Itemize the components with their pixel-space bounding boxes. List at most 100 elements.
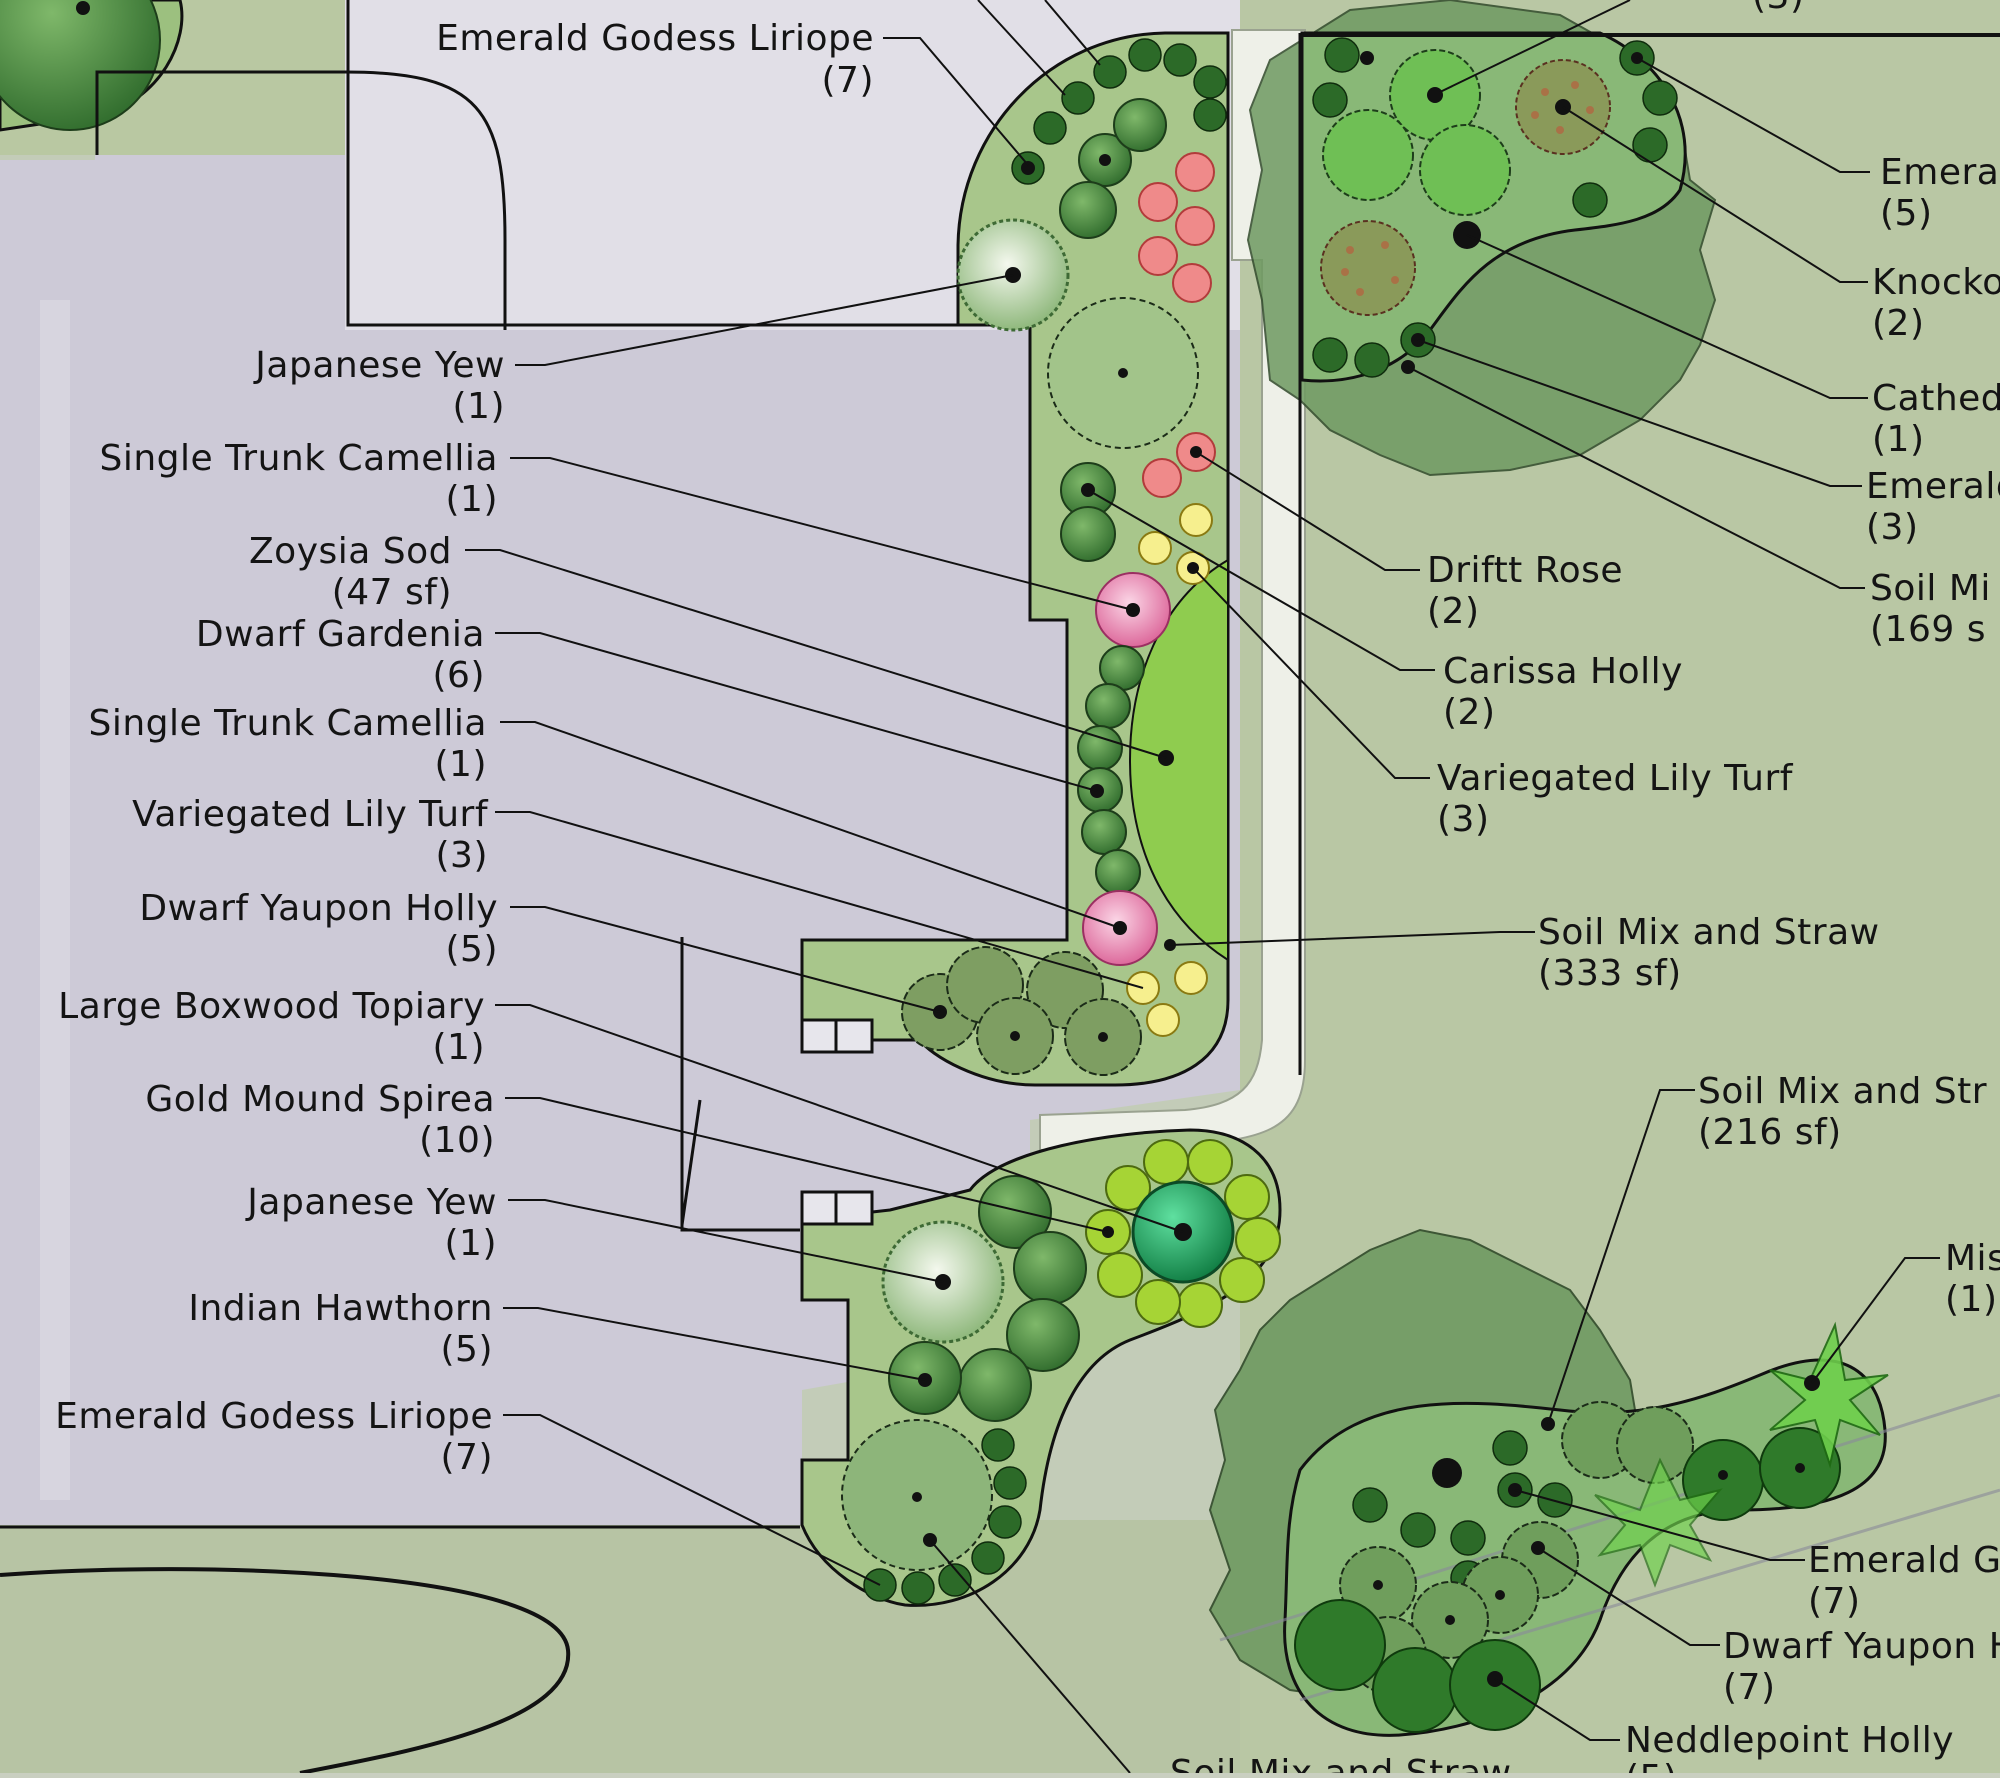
plant-dot — [1021, 161, 1035, 175]
lily-turf — [1179, 503, 1213, 537]
leader-dwarf-yaupon-left — [510, 906, 941, 1013]
leader-zoysia — [465, 549, 1167, 759]
liriope-clump — [993, 1466, 1027, 1500]
liriope-clump — [1642, 80, 1678, 116]
plant-dot — [1118, 368, 1128, 378]
leader-variegated-mid — [1192, 567, 1430, 779]
lily-turf — [1138, 531, 1172, 565]
liriope-clump — [938, 1563, 972, 1597]
plants-bed-entry-south — [841, 1139, 1281, 1605]
liriope-clump — [988, 1505, 1022, 1539]
rose-dot — [1356, 288, 1364, 296]
plants-bed-southeast — [1294, 1321, 1889, 1733]
qty-boxwood: (1) — [433, 1027, 486, 1068]
label-emerald-godess-top: Emerald Godess Liriope — [436, 18, 874, 59]
spirea — [1235, 1217, 1281, 1263]
label-boxwood: Large Boxwood Topiary — [58, 986, 485, 1027]
qty-variegated-mid: (3) — [1437, 799, 1490, 840]
qty-dwarf-yaupon-left: (5) — [446, 929, 499, 970]
leader-dwarf-gardenia — [495, 632, 1098, 792]
rose-dot — [1556, 126, 1564, 134]
bed-northeast-edge — [1300, 33, 2000, 37]
plant-dot — [76, 1, 90, 15]
leader-single-camellia-1 — [510, 457, 1134, 611]
leader-drift-rose — [1195, 451, 1420, 571]
qty-knockout: (2) — [1872, 303, 1925, 344]
leader-single-camellia-2 — [500, 721, 1121, 929]
plant-dot — [1718, 1470, 1728, 1480]
leader-neddlepoint — [1494, 1678, 1620, 1741]
liriope-clump — [1492, 1430, 1528, 1466]
spirea — [1097, 1252, 1143, 1298]
leader-japanese-yew-1 — [515, 274, 1014, 366]
qty-single-camellia-1: (1) — [446, 479, 499, 520]
door-swing — [680, 940, 702, 1226]
liriope-clump — [901, 1571, 935, 1605]
spirea — [1105, 1165, 1151, 1211]
plant-dot — [1360, 51, 1374, 65]
leader-emerald-br — [1514, 1489, 1805, 1561]
plant-dot — [1098, 1032, 1108, 1042]
indian-hawthorn — [978, 1175, 1052, 1249]
label-carissa: Carissa Holly — [1443, 651, 1683, 692]
label-japanese-yew-2: Japanese Yew — [245, 1182, 497, 1223]
liriope-clump — [971, 1541, 1005, 1575]
leader-soilmix-333 — [1169, 931, 1535, 946]
qty-japanese-yew-1: (1) — [453, 386, 506, 427]
spirea — [1135, 1279, 1181, 1325]
rose — [1175, 206, 1215, 246]
leader-emerald-r1 — [1636, 57, 1870, 173]
spirea — [1219, 1257, 1265, 1303]
qty-mis: (1) — [1945, 1279, 1998, 1320]
rose-dot — [1571, 81, 1579, 89]
leader-cathedral — [1466, 234, 1868, 399]
liriope-clump — [1033, 111, 1067, 145]
liriope-clump — [1400, 1512, 1436, 1548]
leader-top-1 — [977, 0, 1066, 96]
liriope-clump — [1093, 55, 1127, 89]
leader-boxwood — [495, 1004, 1184, 1233]
leader-mis — [1811, 1257, 1940, 1384]
leader-emerald-r2 — [1417, 339, 1862, 487]
label-soilmix-333: Soil Mix and Straw — [1538, 912, 1880, 953]
lawn-south — [0, 1520, 1240, 1773]
roof-ridge — [40, 300, 70, 1500]
leader-lines — [465, 0, 1940, 1774]
qty-emerald-br: (7) — [1808, 1581, 1861, 1622]
qty-cathedral: (1) — [1872, 419, 1925, 460]
label-neddlepoint: Neddlepoint Holly — [1625, 1720, 1954, 1761]
rose — [1138, 236, 1178, 276]
leader-knockout — [1562, 106, 1868, 283]
label-variegated-left: Variegated Lily Turf — [132, 794, 489, 835]
qty-zoysia: (47 sf) — [332, 572, 452, 613]
qty-neddlepoint: (5) — [1625, 1758, 1678, 1773]
label-cathedral: Cathed — [1872, 378, 2000, 419]
rose-dot — [1341, 268, 1349, 276]
dwarf-yaupon-shrub — [1113, 98, 1167, 152]
shrub-light — [1322, 109, 1414, 201]
dwarf-gardenia — [1081, 809, 1127, 855]
qty-spirea: (10) — [419, 1120, 495, 1161]
mistflower-shrub — [1594, 1457, 1723, 1588]
rose-dot — [1586, 106, 1594, 114]
liriope-clump — [1450, 1520, 1486, 1556]
qty-soilmix-333: (333 sf) — [1538, 953, 1682, 994]
leader-dwarf-yaupon-br — [1537, 1547, 1720, 1646]
leader-soilmix-r1 — [1407, 366, 1865, 589]
label-knockout: Knocko — [1872, 262, 2000, 303]
leader-variegated-left — [495, 811, 1144, 989]
label-spirea: Gold Mound Spirea — [145, 1079, 495, 1120]
label-soilmix-216: Soil Mix and Str — [1698, 1071, 1987, 1112]
lawn-edge-sw — [0, 1567, 571, 1775]
qty-carissa: (2) — [1443, 692, 1496, 733]
label-emerald-br: Emerald G — [1808, 1540, 2000, 1581]
liriope-clump — [1352, 1487, 1388, 1523]
lily-turf — [1174, 961, 1208, 995]
leader-hawthorn — [503, 1307, 926, 1381]
plant-dot — [1495, 1590, 1505, 1600]
label-soilmix-r1: Soil Mi — [1870, 568, 1991, 609]
indian-hawthorn — [1013, 1231, 1087, 1305]
plant-labels: Emerald Godess Liriope (7) (3) Japanese … — [55, 0, 2000, 1778]
spirea — [1187, 1139, 1233, 1185]
